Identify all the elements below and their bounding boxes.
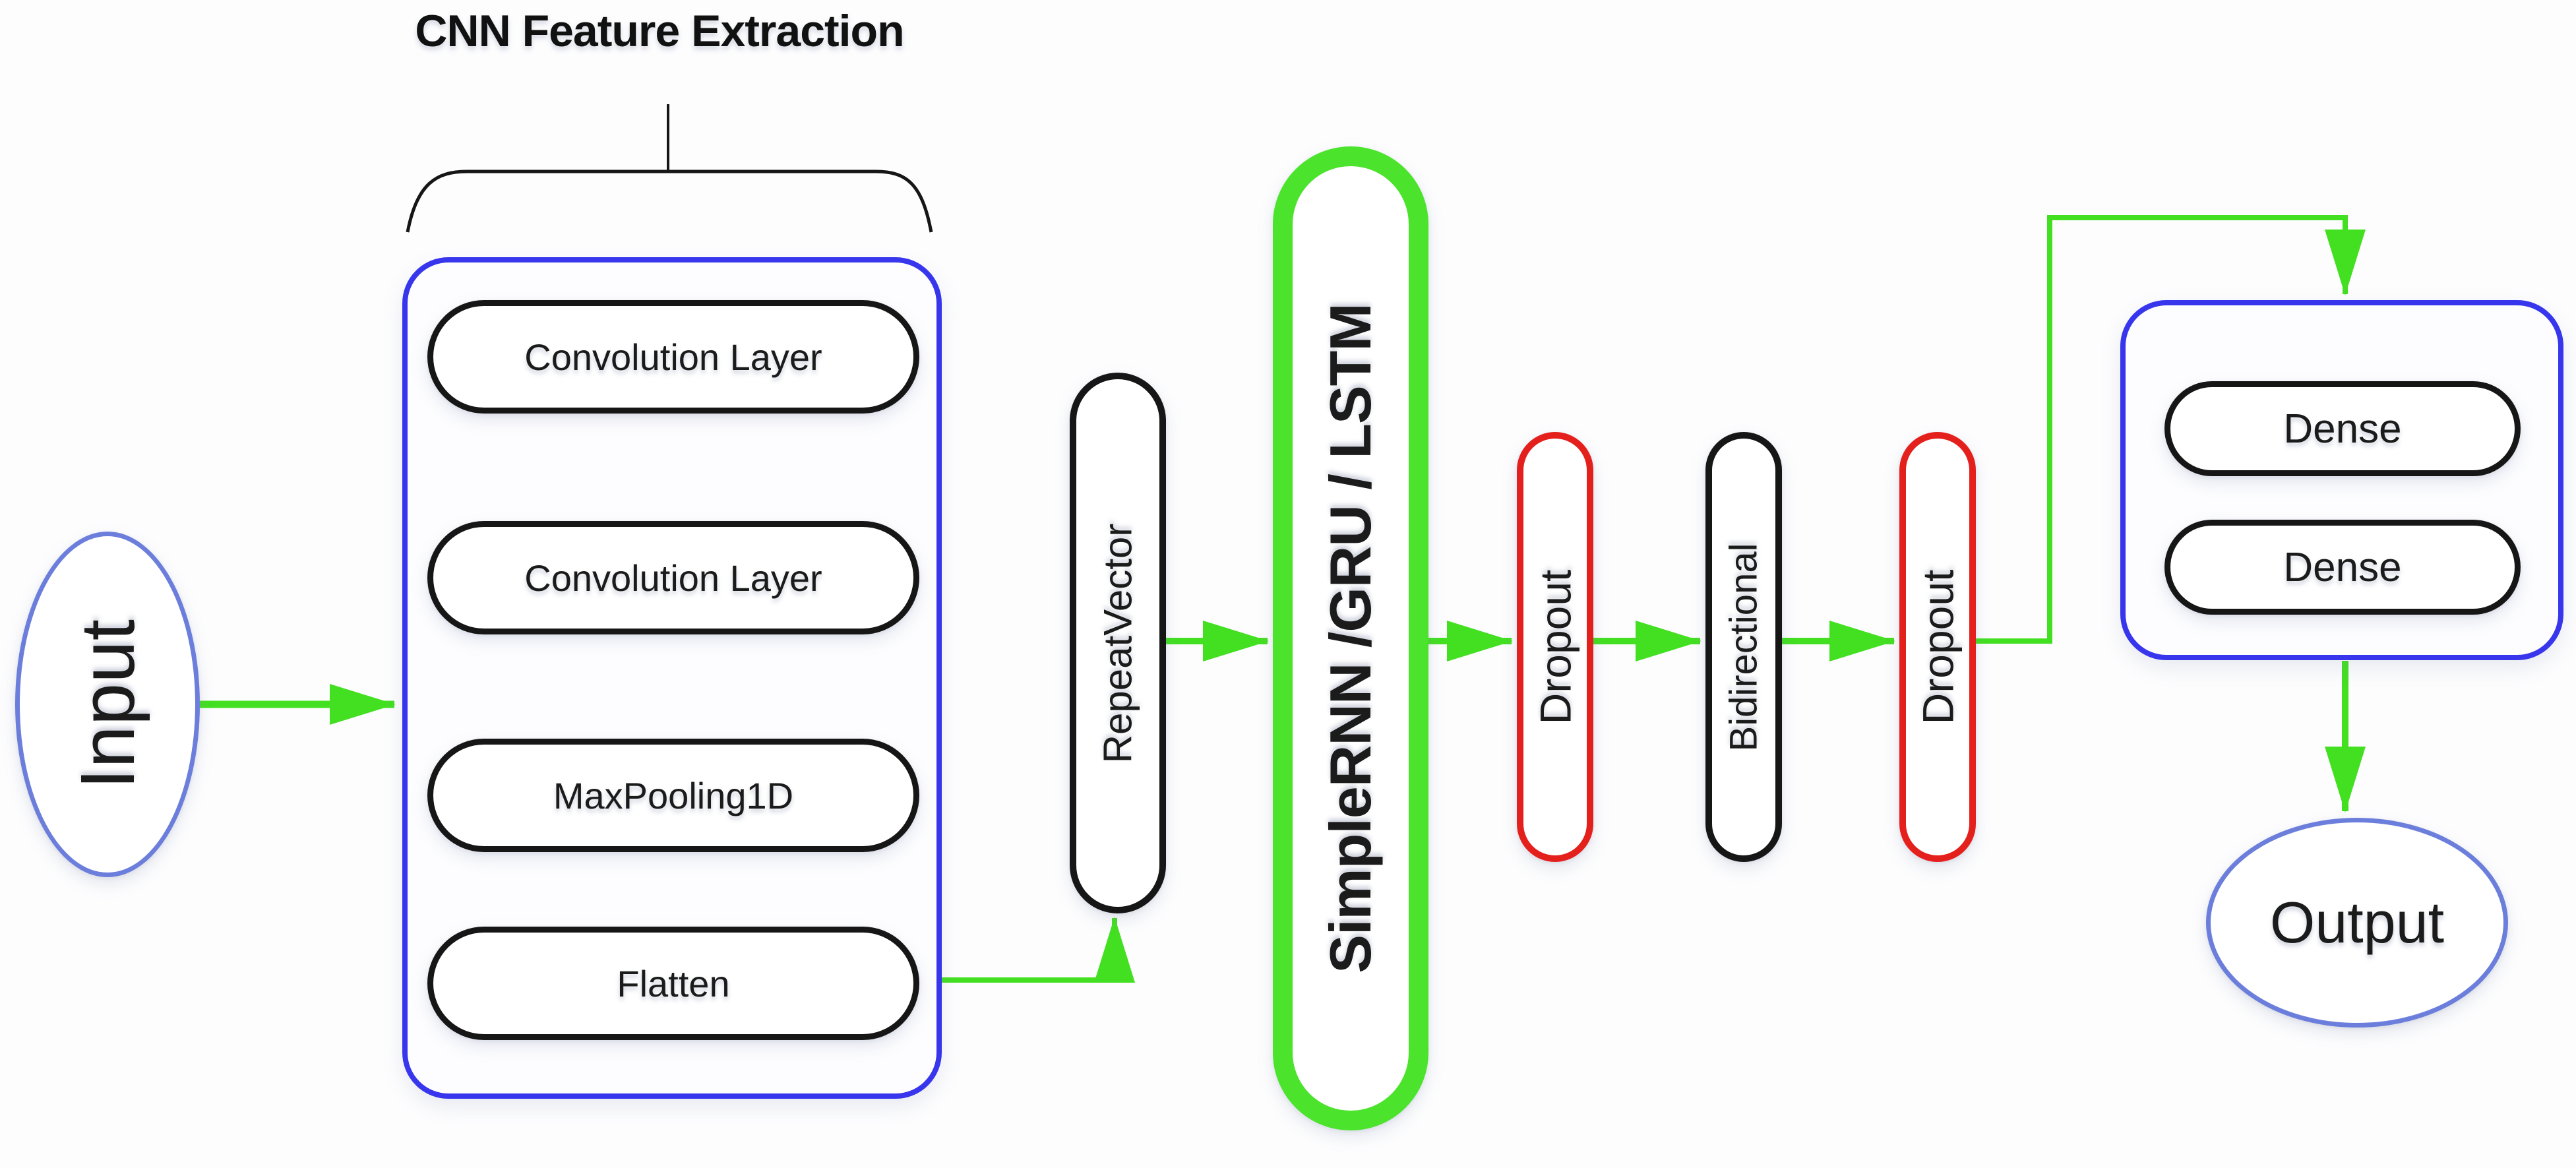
node-convolution-layer-2: Convolution Layer bbox=[427, 521, 919, 634]
node-dense-2: Dense bbox=[2164, 520, 2521, 615]
node-input: Input bbox=[15, 532, 200, 877]
node-dropout-2-label: Dropout bbox=[1913, 569, 1962, 725]
node-dense-1-label: Dense bbox=[2283, 406, 2402, 452]
node-simplernn-gru-lstm-label: SimpleRNN /GRU / LSTM bbox=[1318, 303, 1383, 973]
node-flatten-label: Flatten bbox=[617, 962, 730, 1004]
node-dense-2-label: Dense bbox=[2283, 544, 2402, 590]
node-flatten: Flatten bbox=[427, 927, 919, 1040]
diagram-title: CNN Feature Extraction bbox=[415, 6, 904, 56]
edge-flatten-to-repeatvector bbox=[919, 917, 1135, 983]
node-output: Output bbox=[2206, 818, 2508, 1028]
node-convolution-layer-1-label: Convolution Layer bbox=[524, 336, 822, 378]
node-repeatvector-label: RepeatVector bbox=[1095, 523, 1140, 763]
node-repeatvector: RepeatVector bbox=[1070, 373, 1166, 913]
node-bidirectional: Bidirectional bbox=[1705, 432, 1782, 862]
node-maxpooling1d-label: MaxPooling1D bbox=[553, 774, 794, 816]
node-maxpooling1d: MaxPooling1D bbox=[427, 739, 919, 852]
brace bbox=[406, 169, 933, 233]
node-convolution-layer-2-label: Convolution Layer bbox=[524, 557, 822, 599]
node-simplernn-gru-lstm: SimpleRNN /GRU / LSTM bbox=[1273, 146, 1428, 1130]
node-input-label: Input bbox=[65, 619, 150, 789]
node-dropout-2: Dropout bbox=[1899, 432, 1976, 862]
node-dropout-1-label: Dropout bbox=[1531, 569, 1579, 725]
node-dropout-1: Dropout bbox=[1517, 432, 1593, 862]
node-output-label: Output bbox=[2269, 890, 2445, 955]
node-dense-1: Dense bbox=[2164, 381, 2521, 476]
node-bidirectional-label: Bidirectional bbox=[1722, 543, 1765, 751]
node-convolution-layer-1: Convolution Layer bbox=[427, 300, 919, 414]
